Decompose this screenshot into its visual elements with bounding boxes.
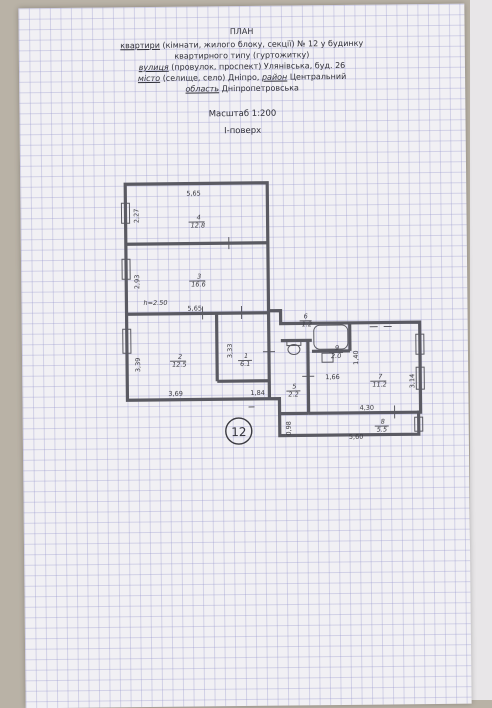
room-8-number: 8 [381, 418, 385, 426]
room-6-area: 1.2 [302, 320, 312, 328]
dim-room8-depth: 0,98 [285, 421, 293, 436]
room-6-number: 6 [304, 312, 308, 320]
room-1-number: 1 [244, 352, 248, 360]
dim-room7-side: 3,14 [408, 374, 416, 389]
adjacent-page [470, 0, 492, 700]
dim-bath-width: 1,66 [325, 373, 340, 381]
room-3-number: 3 [197, 272, 201, 280]
dim-room1-depth: 3,33 [226, 344, 234, 359]
room-4-number: 4 [197, 213, 201, 221]
dim-width-top: 5,65 [186, 189, 201, 197]
dim-room7-width: 4,30 [360, 404, 375, 412]
dim-width-mid: 5,65 [187, 304, 202, 312]
dim-room4-depth: 2,27 [132, 209, 140, 224]
room-4-area: 12.8 [191, 221, 206, 229]
ceiling-height: h=2.50 [143, 299, 167, 307]
document-sheet: ПЛАН квартири (кімнати, жилого блоку, се… [18, 4, 471, 708]
plan-labels: 4 12.8 3 16.6 2 12.5 1 6.1 6 1.2 5 2.2 9… [18, 4, 471, 708]
room-8-area: 5.5 [377, 426, 387, 434]
room-5-number: 5 [292, 382, 296, 390]
room-7-area: 11.2 [372, 381, 387, 389]
room-7-number: 7 [378, 373, 383, 381]
dim-room2-depth: 3,39 [134, 358, 142, 373]
room-3-area: 16.6 [191, 280, 206, 288]
room-1-area: 6.1 [240, 360, 250, 368]
room-9-number: 9 [335, 344, 339, 352]
apartment-number: 12 [231, 425, 246, 439]
dim-room7-depth: 1,40 [352, 350, 360, 365]
dim-room8-width: 5,60 [349, 433, 364, 441]
dim-room1-width: 1,84 [250, 389, 265, 397]
room-5-area: 2.2 [288, 390, 298, 398]
room-2-number: 2 [178, 353, 182, 361]
dim-room3-depth: 2,93 [133, 275, 141, 290]
room-9-area: 2.0 [331, 352, 341, 360]
dim-room2-width: 3,69 [168, 390, 183, 398]
room-2-area: 12.5 [172, 361, 187, 369]
